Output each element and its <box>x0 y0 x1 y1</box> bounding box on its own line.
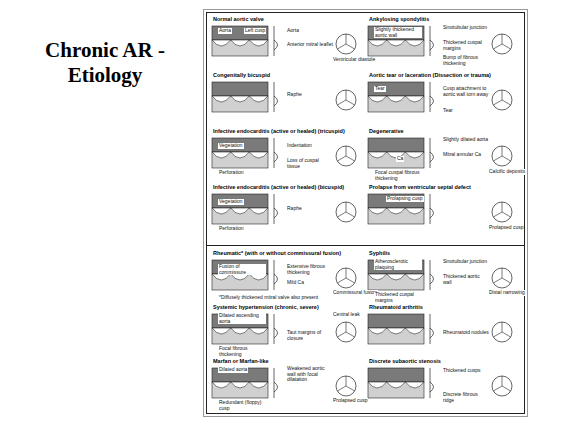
part-label: Vegetation <box>218 143 244 149</box>
valve-drawing <box>368 368 512 398</box>
part-label: Dilated ascending aorta <box>218 313 266 324</box>
panel-heading: Degenerative <box>368 128 405 134</box>
part-label: Taut margins of closure <box>286 330 334 341</box>
part-label: Mild Ca <box>286 280 305 286</box>
part-label: Sinotubular junction <box>442 25 488 31</box>
part-label: Thickened cusps <box>442 368 482 374</box>
panel-heading: Prolapse from ventricular septal defect <box>368 184 472 190</box>
valve-drawing <box>212 194 356 224</box>
part-label: Prolapsed cusp <box>332 398 368 404</box>
valve-drawing <box>212 314 356 344</box>
part-label: Perforation <box>218 170 244 176</box>
valve-drawing <box>368 194 512 224</box>
panel-heading: Infective endocarditis (active or healed… <box>212 184 345 190</box>
part-label: Extensive fibrous thickening <box>286 264 334 275</box>
part-label: Cusp attachment to aortic wall torn away <box>442 86 490 97</box>
part-label: Dilated aorta <box>218 367 248 373</box>
part-label: Thickened cuspal margins <box>374 292 422 303</box>
panel-heading: Congenitally bicuspid <box>212 72 271 78</box>
part-label: Raphe <box>286 206 303 212</box>
part-label: Raphe <box>286 92 303 98</box>
panel-heading: Normal aortic valve <box>212 16 265 22</box>
panel-heading: Rheumatoid arthritis <box>368 304 424 310</box>
panel-heading: Rheumatic* (with or without commissural … <box>212 250 342 256</box>
figure-border <box>207 13 525 414</box>
valve-drawing <box>368 82 512 112</box>
part-label: Tear <box>374 86 386 92</box>
part-label: Aorta <box>218 28 232 34</box>
part-label: Atherosclerotic plaquing <box>374 259 422 270</box>
part-label: Indentation <box>286 143 313 149</box>
valve-drawing <box>212 82 356 112</box>
part-label: Sinotubular junction <box>442 259 488 265</box>
part-label: Left cusp <box>244 28 266 34</box>
part-label: Commissural fusion <box>332 290 378 296</box>
panel-heading: Infective endocarditis (active or healed… <box>212 128 346 134</box>
part-label: Perforation <box>218 226 244 232</box>
valve-drawing <box>212 26 356 56</box>
valve-drawing <box>368 138 512 168</box>
part-label: Discrete fibrous ridge <box>442 392 490 403</box>
part-label: Distal narrowing <box>488 290 526 296</box>
panel-heading: Syphilis <box>368 250 391 256</box>
part-label: Vegetation <box>218 199 244 205</box>
part-label: Ca <box>396 156 404 162</box>
panel-heading: Ankylosing spondylitis <box>368 16 430 22</box>
part-label: Loss of cuspal tissue <box>286 158 334 169</box>
part-label: Ventricular diastole <box>332 57 376 63</box>
panel-heading: Discrete subaortic stenosis <box>368 358 442 364</box>
part-label: Calcific deposits <box>488 169 526 175</box>
part-label: Focal cuspal fibrous thickening <box>374 170 422 181</box>
part-label: Slightly thickened aortic wall <box>374 27 422 38</box>
figure-frame <box>204 10 528 417</box>
part-label: Slightly dilated aorta <box>442 137 489 143</box>
panel-heading: Aortic tear or laceration (Dissection or… <box>368 72 492 78</box>
part-label: Rheumatoid nodules <box>442 330 490 336</box>
valve-drawing <box>368 26 512 56</box>
slide-title: Chronic AR - Etiology <box>20 38 190 88</box>
part-label: Redundant (floppy) cusp <box>218 400 266 411</box>
panel-heading: Marfan or Marfan-like <box>212 358 270 364</box>
part-label: Thickened aortic wall <box>442 274 490 285</box>
part-label: Aorta <box>286 28 300 34</box>
panel-heading: Systemic hypertension (chronic, severe) <box>212 304 320 310</box>
valve-drawing <box>368 314 512 344</box>
part-label: Weakened aortic wall with focal dilatati… <box>286 366 334 383</box>
part-label: Thickened cuspal margins <box>442 40 490 51</box>
part-label: Prolapsing cusp <box>386 196 424 202</box>
part-label: *Diffusely thickened mitral valve also p… <box>218 295 319 301</box>
valve-drawing <box>212 368 356 398</box>
valve-drawing <box>212 260 356 290</box>
valve-drawing <box>368 260 512 290</box>
part-label: Mitral annular Ca <box>442 152 482 158</box>
part-label: Focal fibrous thickening <box>218 346 266 357</box>
part-label: Tear <box>442 108 454 114</box>
part-label: Anterior mitral leaflet <box>286 42 334 48</box>
part-label: Fusion of commissure <box>218 264 266 275</box>
valve-drawing <box>212 138 356 168</box>
part-label: Central leak <box>332 312 361 318</box>
section-divider <box>206 245 525 246</box>
part-label: Bump of fibrous thickening <box>442 55 490 66</box>
part-label: Prolapsed cusp <box>488 225 524 231</box>
